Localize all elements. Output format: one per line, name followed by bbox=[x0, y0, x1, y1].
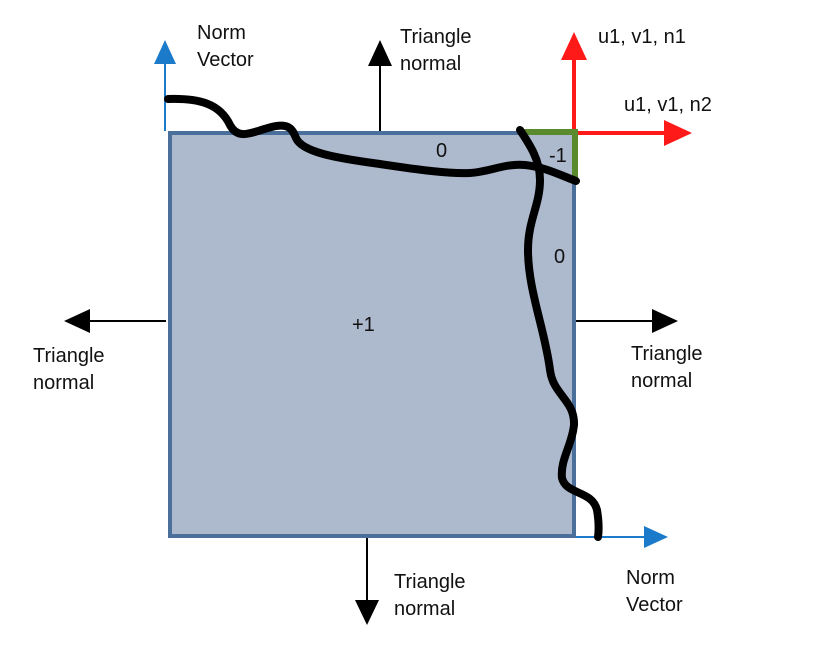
norm-vector-bottom-label-line1: Norm bbox=[626, 567, 675, 589]
bottom-normal-arrowhead bbox=[355, 600, 379, 625]
triangle-normal-right-label-line1: Triangle bbox=[631, 343, 703, 365]
triangle-normal-top-label-line2: normal bbox=[400, 53, 461, 75]
norm-vector-top-label-line1: Norm bbox=[197, 22, 246, 44]
top-boundary-curve bbox=[164, 94, 580, 185]
triangle-normal-left-label-line2: normal bbox=[33, 372, 94, 394]
region-top-edge-label: 0 bbox=[436, 140, 447, 162]
vertex-axis-right-label: u1, v1, n2 bbox=[624, 94, 712, 116]
triangle-normal-left-label-line1: Triangle bbox=[33, 345, 105, 367]
square-region bbox=[168, 131, 576, 538]
triangle-normal-bottom-label-line1: Triangle bbox=[394, 571, 466, 593]
boundary-curves bbox=[164, 94, 603, 541]
vertex-axes bbox=[561, 32, 692, 146]
triangle-normal-bottom-label-line2: normal bbox=[394, 598, 455, 620]
norm-vectors bbox=[154, 40, 668, 548]
norm-vector-top-label-line2: Vector bbox=[197, 49, 254, 71]
triangle-normal-arrows bbox=[64, 40, 678, 625]
top-normal-arrowhead bbox=[368, 40, 392, 66]
norm-vector-top-arrowhead bbox=[154, 40, 176, 64]
triangle-normal-top-label-line1: Triangle bbox=[400, 26, 472, 48]
region-inside-label: +1 bbox=[352, 314, 375, 336]
region-right-edge-label: 0 bbox=[554, 246, 565, 268]
vertex-axis-up-arrowhead bbox=[561, 32, 587, 60]
region-corner-label: -1 bbox=[549, 145, 567, 167]
norm-vector-bottom-arrowhead bbox=[644, 526, 668, 548]
corner-marker bbox=[522, 129, 578, 178]
triangle-normal-right-label-line2: normal bbox=[631, 370, 692, 392]
vertex-axis-up-label: u1, v1, n1 bbox=[598, 26, 686, 48]
labels: Norm Vector Triangle normal u1, v1, n1 u… bbox=[33, 22, 712, 620]
left-normal-arrowhead bbox=[64, 309, 90, 333]
vertex-axis-right-arrowhead bbox=[664, 120, 692, 146]
right-boundary-curve bbox=[516, 126, 603, 541]
right-normal-arrowhead bbox=[652, 309, 678, 333]
norm-vector-bottom-label-line2: Vector bbox=[626, 594, 683, 616]
